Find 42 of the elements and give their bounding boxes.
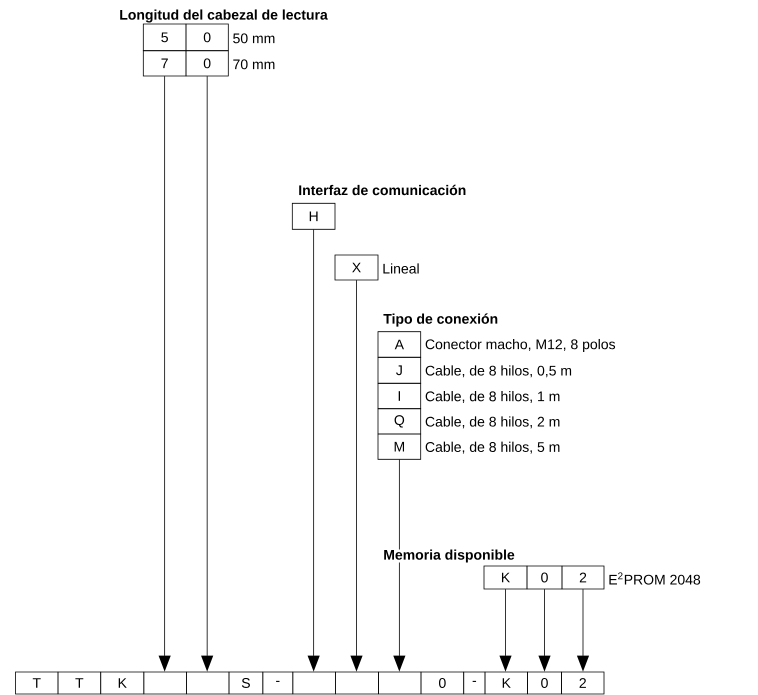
code-cell: 0 (186, 50, 229, 76)
code-cell: Q (378, 408, 422, 434)
empty-cell (335, 672, 379, 694)
group-heading: Longitud del cabezal de lectura (119, 9, 328, 23)
code-cell: K (484, 566, 528, 590)
code-cell: 0 (420, 672, 464, 694)
option-description: Cable, de 8 hilos, 5 m (426, 442, 560, 454)
option-description: E$^{2}$PROM 2048 (609, 572, 700, 585)
code-cell: 5 (142, 24, 186, 52)
code-cell: 2 (562, 566, 604, 590)
code-cell: - (463, 672, 486, 694)
code-cell: M (378, 434, 422, 460)
code-cell: K (484, 672, 528, 694)
option-description: Cable, de 8 hilos, 2 m (426, 416, 560, 428)
empty-cell (292, 672, 336, 694)
option-description: Lineal (383, 263, 419, 274)
code-cell: 0 (527, 672, 562, 694)
code-cell: T (15, 672, 58, 694)
code-cell: I (378, 382, 422, 410)
code-cell: S (228, 672, 264, 694)
option-description: 70 mm (233, 59, 274, 70)
code-cell: 7 (142, 50, 186, 76)
option-description: Cable, de 8 hilos, 1 m (426, 391, 560, 403)
option-description: Cable, de 8 hilos, 0,5 m (426, 365, 572, 378)
code-cell: K (100, 672, 144, 694)
code-cell: A (378, 331, 422, 358)
code-cell: - (262, 672, 294, 694)
empty-cell (186, 672, 230, 694)
code-cell: 2 (561, 672, 604, 694)
empty-cell (378, 672, 422, 694)
option-description: 50 mm (233, 33, 274, 44)
code-cell: J (378, 356, 422, 384)
code-cell: X (334, 254, 378, 280)
group-heading: Memoria disponible (383, 549, 515, 563)
code-cell: 0 (186, 24, 229, 52)
code-cell: H (292, 202, 336, 230)
empty-cell (143, 672, 187, 694)
code-cell: 0 (526, 566, 562, 590)
group-heading: Tipo de conexión (383, 313, 498, 327)
code-cell: T (58, 672, 102, 694)
option-description: Conector macho, M12, 8 polos (426, 338, 616, 352)
group-heading: Interfaz de comunicación (298, 184, 466, 196)
